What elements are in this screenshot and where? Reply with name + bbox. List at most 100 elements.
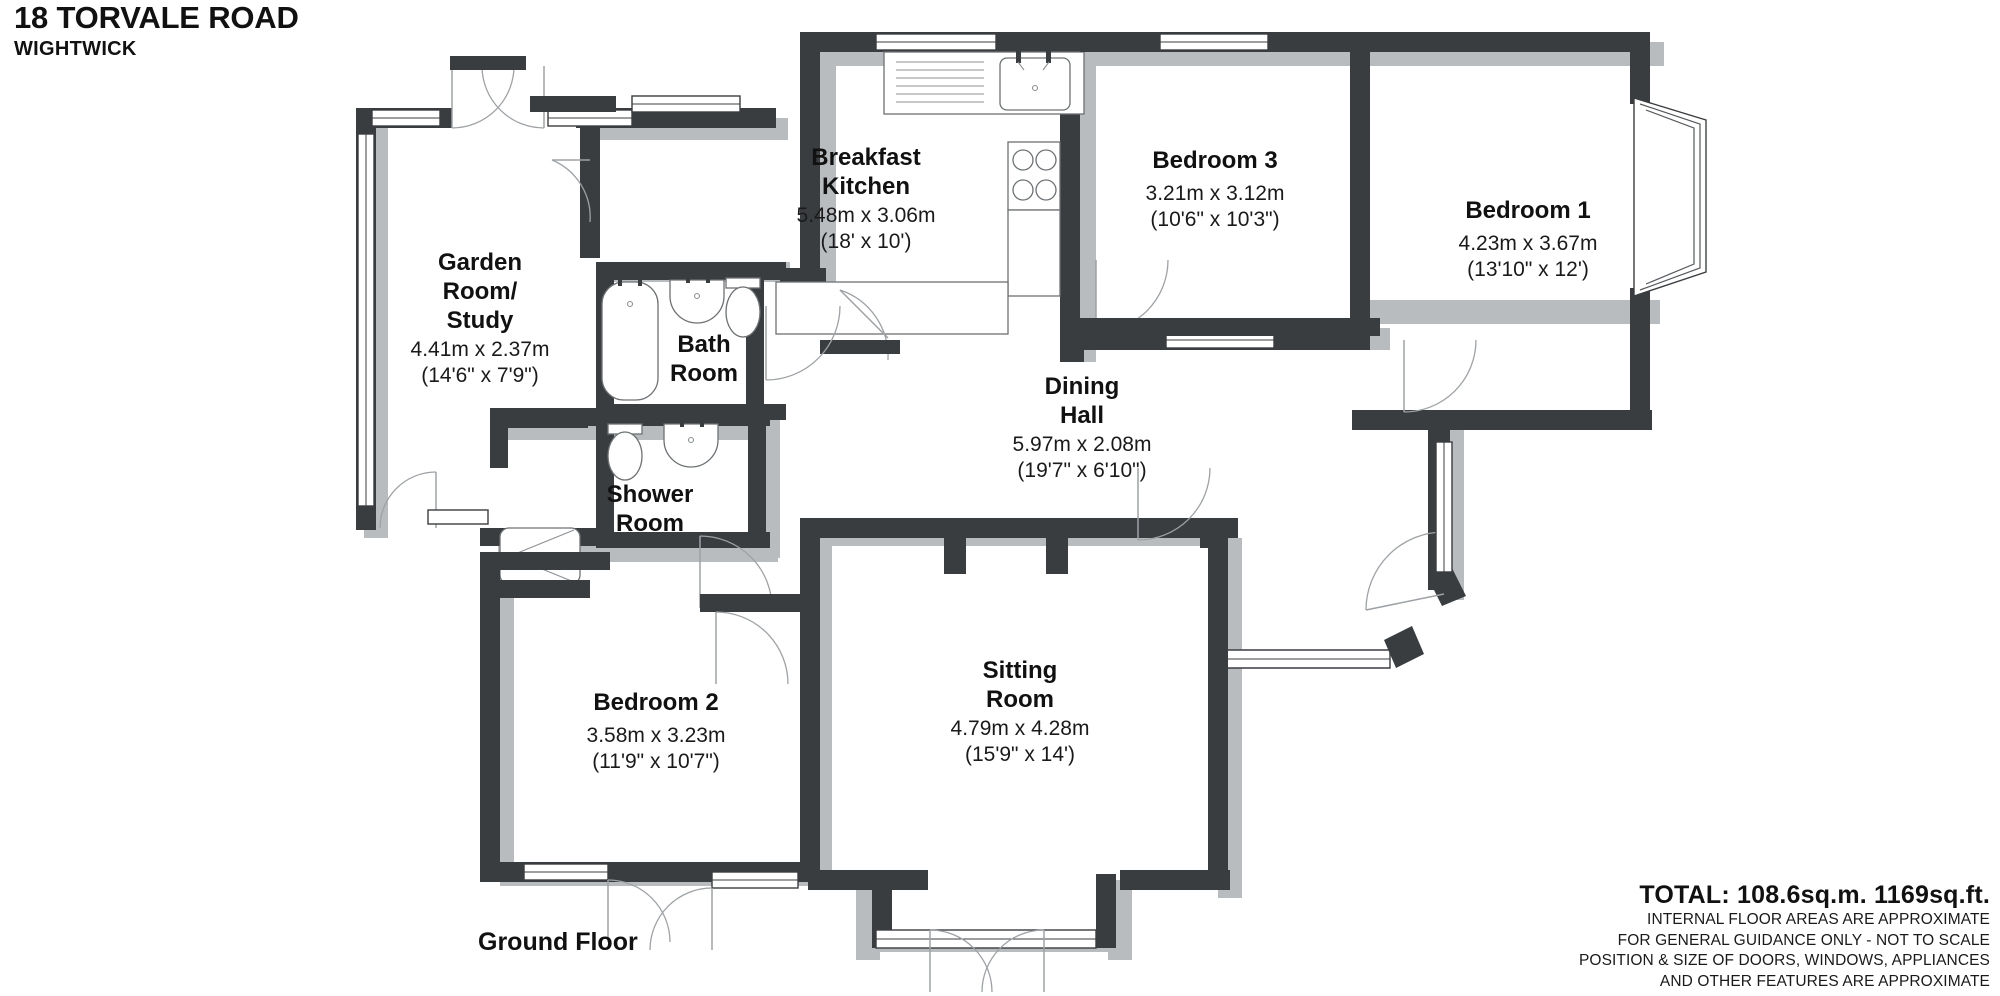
disclaimer-line-1: INTERNAL FLOOR AREAS ARE APPROXIMATE	[1647, 911, 1990, 929]
window-bed2-south-b	[711, 871, 799, 889]
french-doors-sitting-south	[872, 874, 1116, 993]
wall-bed2-east	[800, 518, 820, 882]
wall-shower-north-left	[490, 408, 600, 426]
window-garden-north-c	[631, 95, 741, 113]
room-dining-hall: Dining Hall 5.97m x 2.08m (19'7" x 6'10"…	[1013, 318, 1466, 669]
page-title: 18 TORVALE ROAD	[14, 0, 299, 35]
plan-footer: TOTAL: 108.6sq.m. 1169sq.ft. INTERNAL FL…	[1579, 881, 1990, 992]
wall-bed2-west	[480, 552, 500, 880]
entrance-porch	[1211, 441, 1466, 669]
room-dim-hall-metric: 5.97m x 2.08m	[1013, 433, 1152, 456]
wall-garden-southwest-stub	[356, 510, 376, 530]
room-label-hall-line1: Dining	[1045, 373, 1120, 400]
door-bed2-entry	[715, 611, 789, 685]
wall-kitchen-east	[1060, 42, 1080, 352]
room-label-bed1: Bedroom 1	[1465, 197, 1590, 224]
disclaimer-line-3: POSITION & SIZE OF DOORS, WINDOWS, APPLI…	[1578, 952, 1990, 970]
room-label-garden-line3: Study	[447, 307, 514, 334]
room-dim-hall-imperial: (19'7" x 6'10")	[1017, 459, 1146, 482]
kitchen-sink	[999, 50, 1071, 111]
wall-bed2-north-right	[700, 594, 820, 612]
room-sitting-room: Sitting Room 4.79m x 4.28m (15'9" x 14')	[808, 467, 1238, 993]
window-kitchen-north	[875, 33, 997, 51]
room-shower-room: Shower Room	[480, 408, 773, 609]
room-label-garden-line1: Garden	[438, 249, 522, 276]
wall-bed1-east-low	[1630, 320, 1650, 420]
bath-tub	[601, 274, 659, 401]
wall-sitting-south-right	[1120, 870, 1230, 890]
room-label-bath-line1: Bath	[677, 331, 730, 358]
room-label-bath-line2: Room	[670, 360, 738, 387]
room-dim-bed3-imperial: (10'6" x 10'3")	[1150, 208, 1279, 231]
door-bed2-patio	[607, 879, 713, 951]
wall-bed1-north	[1370, 32, 1650, 52]
bath-basin	[669, 272, 725, 324]
wall-bed1-east-bottom	[1630, 288, 1650, 326]
kitchen-drainer	[896, 61, 984, 103]
door-sitting-north	[1137, 467, 1211, 541]
room-dim-bed1-metric: 4.23m x 3.67m	[1459, 232, 1598, 255]
disclaimer-line-2: FOR GENERAL GUIDANCE ONLY - NOT TO SCALE	[1617, 931, 1990, 949]
kitchen-hob	[1007, 141, 1061, 211]
disclaimer-line-4: AND OTHER FEATURES ARE APPROXIMATE	[1659, 972, 1990, 990]
room-dim-kitchen-imperial: (18' x 10')	[821, 230, 912, 253]
wall-bed3-east	[1350, 32, 1370, 342]
room-bath-room: Bath Room	[596, 262, 841, 420]
window-garden-north-b	[547, 109, 633, 127]
window-garden-west	[357, 133, 375, 507]
wall-shower-tray-south	[480, 580, 590, 598]
door-garden-north-double	[450, 56, 616, 129]
window-bed2-south	[523, 863, 609, 881]
door-bed1	[1403, 339, 1477, 413]
window-entrance-side	[1211, 649, 1391, 669]
room-dim-garden-metric: 4.41m x 2.37m	[411, 338, 550, 361]
room-dim-sitting-metric: 4.79m x 4.28m	[951, 717, 1090, 740]
chimney-pier-right	[1046, 538, 1068, 574]
room-label-bed3: Bedroom 3	[1152, 147, 1277, 174]
chimney-pier-left	[944, 538, 966, 574]
room-dim-kitchen-metric: 5.48m x 3.06m	[797, 204, 936, 227]
kitchen-peninsula	[775, 281, 1009, 335]
wall-sitting-east	[1208, 528, 1228, 890]
wall-bed1-east-top	[1630, 32, 1650, 104]
wall-hall-north	[1080, 318, 1380, 336]
window-hall-east-upper	[1435, 441, 1453, 573]
room-bedroom-3: Bedroom 3 3.21m x 3.12m (10'6" x 10'3")	[1080, 32, 1370, 350]
wall-shower-west	[596, 408, 614, 538]
wall-bath-north	[596, 262, 786, 280]
window-garden-south	[427, 509, 489, 525]
shower-basin	[663, 416, 719, 468]
room-bedroom-2: Bedroom 2 3.58m x 3.23m (11'9" x 10'7")	[480, 518, 820, 951]
wall-bed2-north	[480, 552, 610, 570]
room-dim-bed2-metric: 3.58m x 3.23m	[587, 724, 726, 747]
total-area-label: TOTAL: 108.6sq.m. 1169sq.ft.	[1639, 881, 1990, 910]
kitchen-unit-east	[1007, 209, 1061, 297]
window-bed3-north	[1159, 33, 1269, 51]
room-dim-bed3-metric: 3.21m x 3.12m	[1146, 182, 1285, 205]
room-label-shower-line1: Shower	[607, 481, 694, 508]
wall-bed1-south	[1352, 410, 1652, 430]
wall-kitchen-west	[800, 40, 820, 296]
wall-shower-outer-west	[490, 408, 508, 468]
window-garden-north-a	[371, 109, 441, 127]
room-label-hall-line2: Hall	[1060, 402, 1104, 429]
wall-sitting-south-left	[808, 870, 928, 890]
room-label-sitting-line2: Room	[986, 686, 1054, 713]
room-dim-garden-imperial: (14'6" x 7'9")	[421, 364, 538, 387]
shower-toilet	[607, 423, 643, 481]
room-label-bed2: Bedroom 2	[593, 689, 718, 716]
door-garden-east	[551, 159, 591, 223]
room-dim-bed1-imperial: (13'10" x 12')	[1467, 258, 1589, 281]
room-label-shower-line2: Room	[616, 510, 684, 537]
room-dim-sitting-imperial: (15'9" x 14')	[965, 743, 1075, 766]
room-dim-bed2-imperial: (11'9" x 10'7")	[592, 750, 720, 773]
door-bath	[765, 305, 841, 381]
wall-garden-east-upper	[580, 128, 600, 258]
wall-shower-east	[748, 408, 766, 538]
bay-window-bed1	[1633, 97, 1707, 297]
page-subtitle: WIGHTWICK	[14, 37, 137, 60]
room-bedroom-1: Bedroom 1 4.23m x 3.67m (13'10" x 12')	[1352, 32, 1707, 430]
room-label-sitting-line1: Sitting	[983, 657, 1058, 684]
